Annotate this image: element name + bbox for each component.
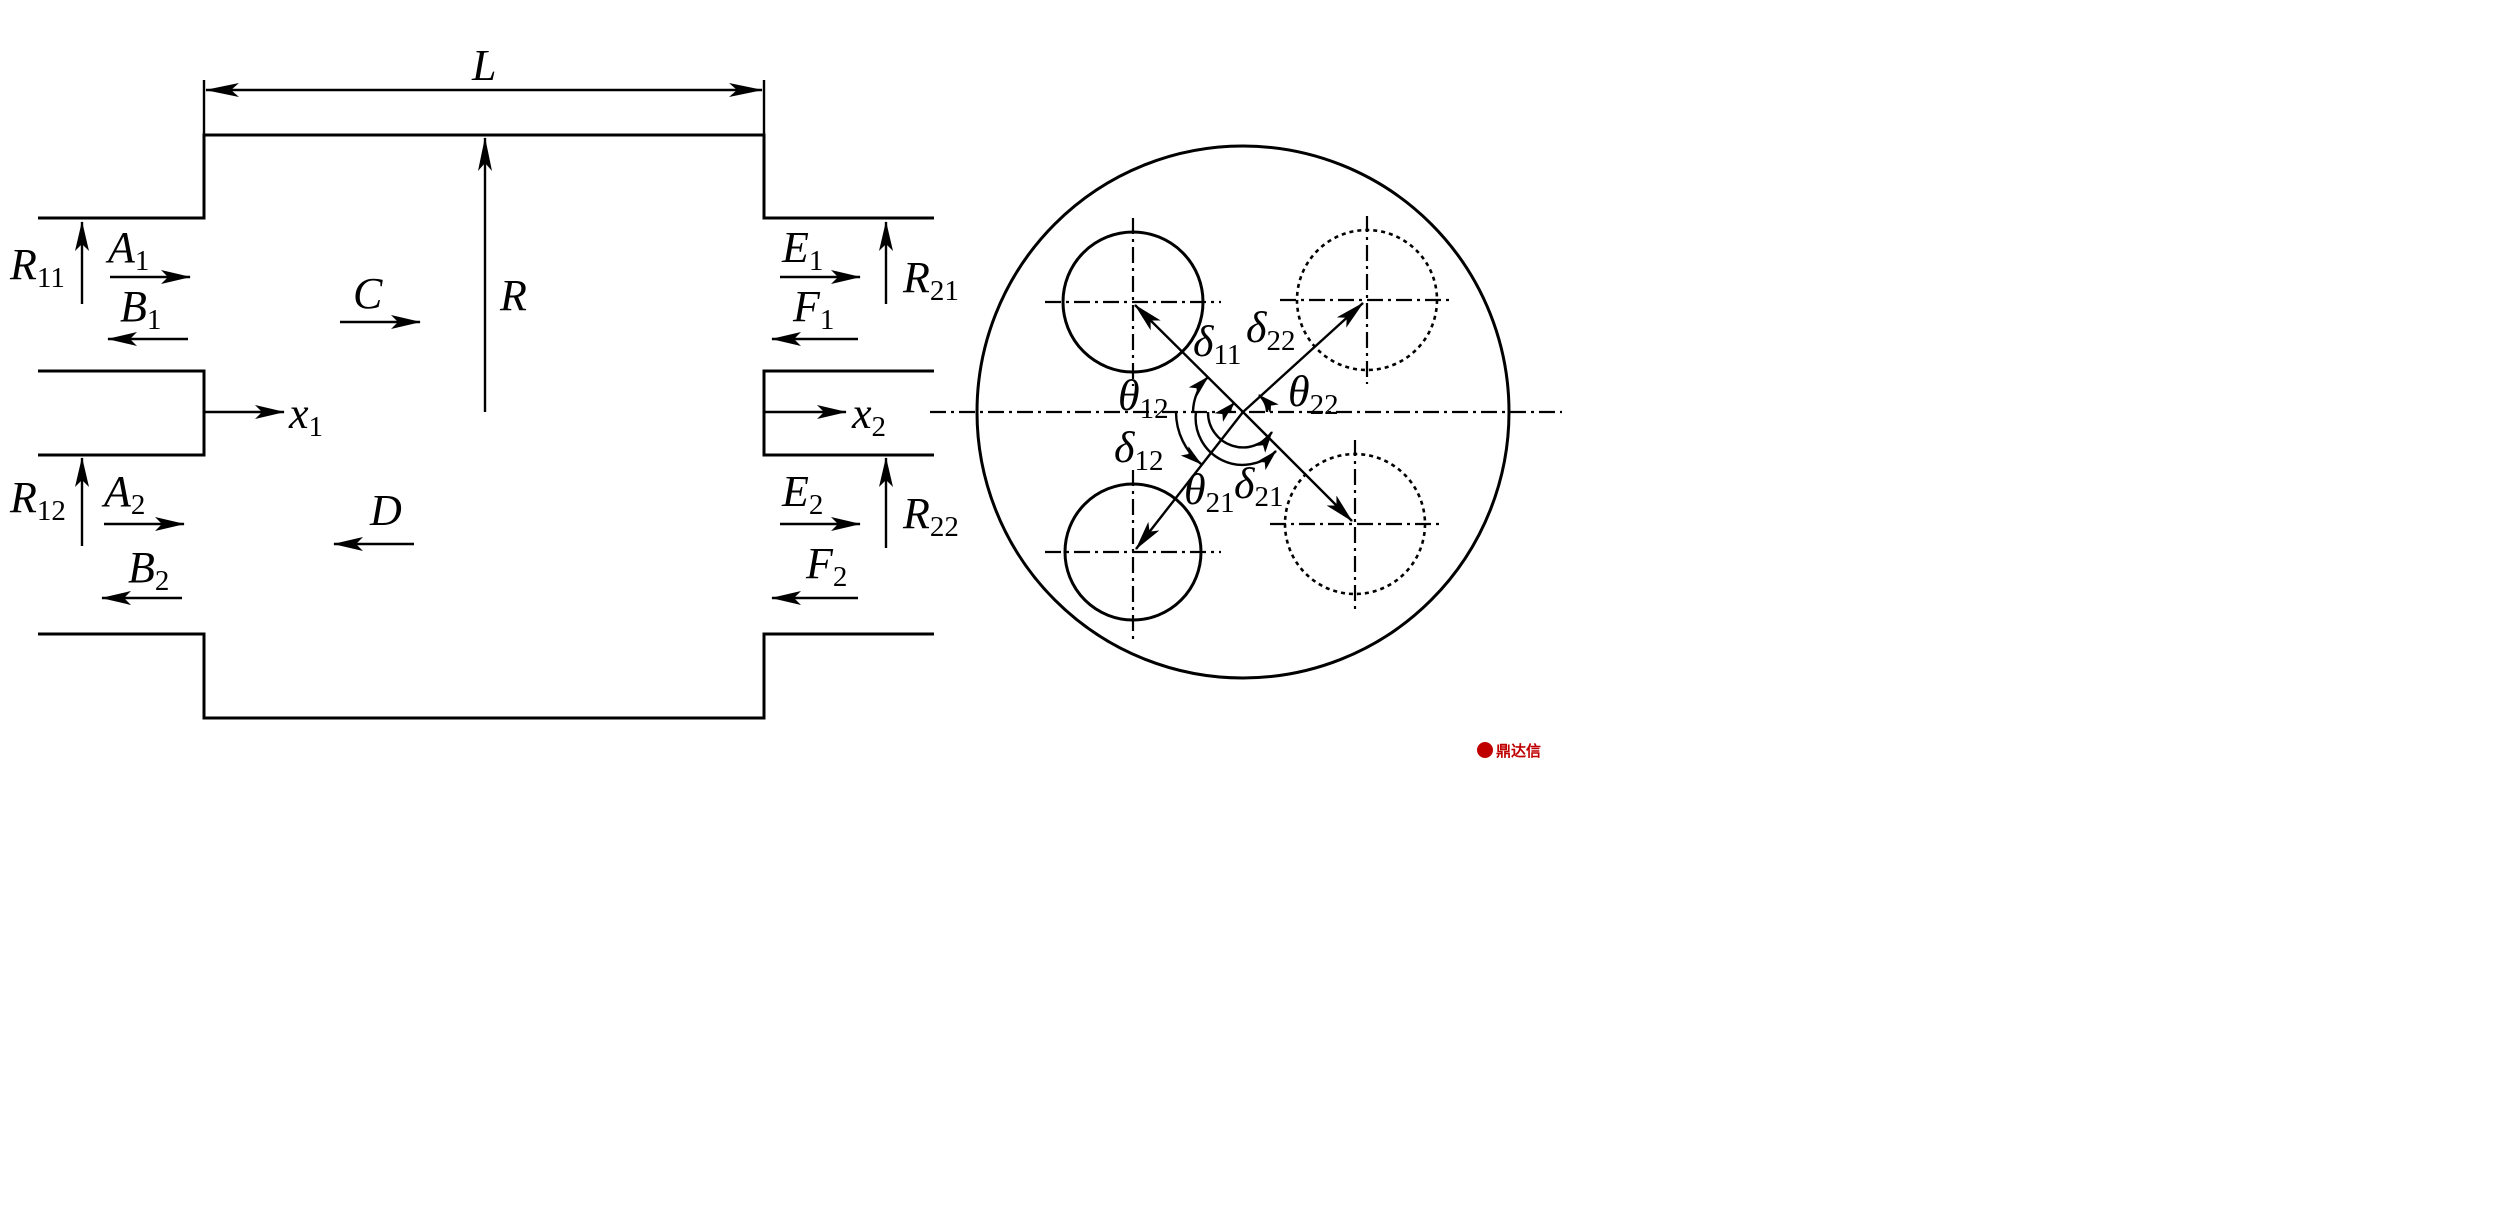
theta12-inner-arc [1214,402,1235,422]
outlet-pipe-2-circle [1270,440,1442,610]
label-E1: E1 [781,223,823,277]
outlet-1: E1 F1 R21 [771,221,959,346]
label-R22: R22 [902,489,959,543]
label-F2: F2 [805,539,847,593]
label-R21: R21 [902,253,959,307]
diagram-canvas: L R C D x1 x2 R11 A1 B1 R12 A2 B2 [9,41,1562,760]
label-R11: R11 [9,240,65,294]
inlet-pipe-1-circle [1045,218,1221,386]
outlet-pipe-1-circle [1280,216,1454,384]
inlet-pipe-2-circle [1045,470,1221,640]
label-delta22: δ22 [1246,303,1295,357]
delta12-arc [1174,411,1202,465]
inlet-1: R11 A1 B1 [9,221,191,346]
label-A2: A2 [101,467,145,521]
delta21-arrow [1242,411,1353,522]
radius-R: R [478,137,527,412]
delta11-arrow [1134,304,1244,413]
label-delta21: δ21 [1234,459,1283,513]
label-E2: E2 [781,467,823,521]
length-dimension: L [202,41,766,135]
label-theta12: θ12 [1118,371,1169,425]
outlet-2: E2 F2 R22 [771,457,959,605]
axis-x2: x2 [764,389,886,443]
wave-D: D [333,486,414,551]
theta12-arc [1188,376,1209,413]
end-view: δ11 δ22 θ12 θ22 δ12 θ21 δ21 [930,144,1562,680]
label-delta12: δ12 [1114,423,1163,477]
label-B2: B2 [128,543,169,597]
label-x1: x1 [288,389,323,443]
label-theta22: θ22 [1288,367,1339,421]
axis-x1: x1 [204,389,323,443]
wave-C: C [340,269,421,329]
chamber-circle [975,144,1511,680]
label-F1: F1 [792,282,834,336]
theta21-arc [1206,411,1273,453]
label-x2: x2 [851,389,886,443]
label-R: R [499,271,527,320]
delta21-arc [1194,411,1277,471]
label-delta11: δ11 [1193,317,1241,371]
label-A1: A1 [105,223,149,277]
theta22-arc [1258,394,1279,414]
label-theta21: θ21 [1184,465,1235,519]
label-R12: R12 [9,473,66,527]
inlet-2: R12 A2 B2 [9,457,185,605]
watermark-text: 鼎达信 [1496,742,1541,760]
label-D: D [369,486,402,535]
label-L: L [471,41,496,90]
watermark-logo: 鼎达信 [1477,742,1541,760]
label-B1: B1 [120,282,161,336]
delta22-arrow [1242,302,1364,413]
label-C: C [353,269,383,318]
delta12-arrow [1135,411,1244,550]
